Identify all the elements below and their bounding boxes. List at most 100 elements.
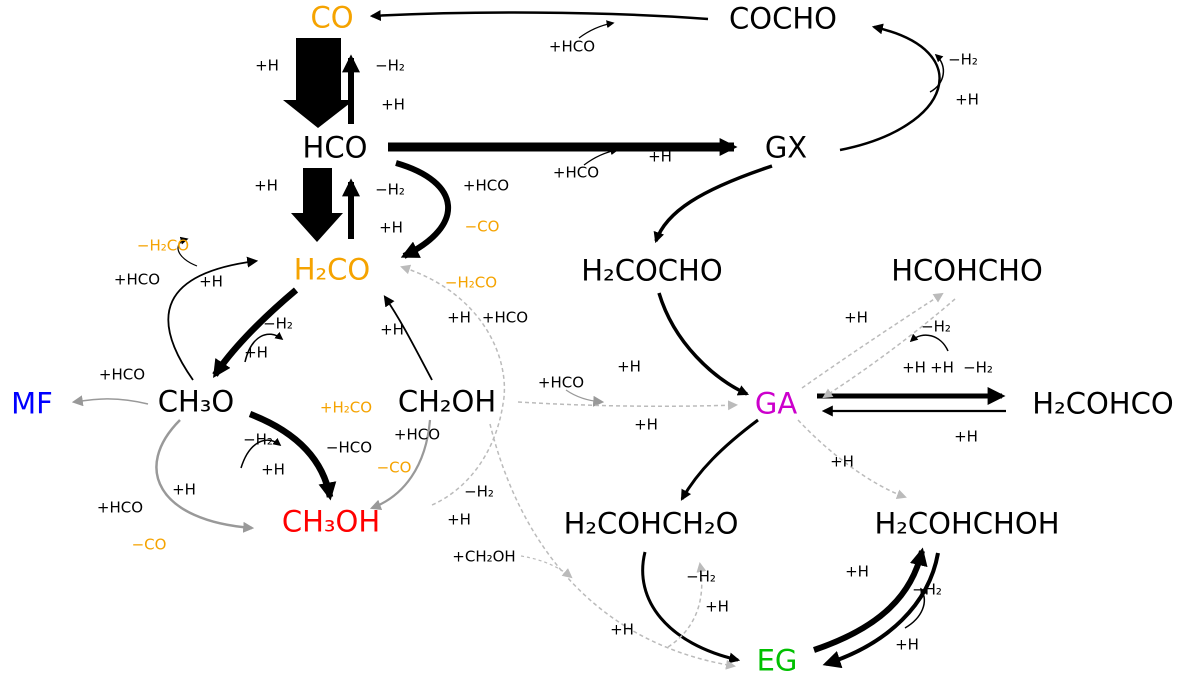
reaction-label: +H <box>447 510 471 529</box>
reaction-label: +H <box>830 452 854 471</box>
species-hco: HCO <box>302 130 368 165</box>
reaction-label: +CH₂OH <box>452 547 516 566</box>
reaction-label: +H <box>705 597 729 616</box>
arrow-ch3o-to-mf <box>71 395 149 407</box>
reaction-label: +H <box>844 308 868 327</box>
reaction-label: −H₂ <box>948 50 978 69</box>
arrow-ch2oh-to-h2co-arc <box>400 264 506 506</box>
hook-h-abstraction-eg <box>904 587 928 629</box>
species-ch3o: CH₃O <box>157 384 235 419</box>
reaction-label: +H <box>380 320 404 339</box>
reaction-label: −H₂ <box>912 580 942 599</box>
hook-h-abstraction-cocho <box>929 53 945 93</box>
reaction-label: −H₂ <box>375 56 405 75</box>
reaction-label: +H <box>381 95 405 114</box>
reaction-label: −H₂CO <box>136 236 190 255</box>
reaction-label: +H <box>244 343 268 362</box>
species-h2cohco: H₂COHCO <box>1032 386 1174 421</box>
reaction-label: −H₂ <box>686 567 716 586</box>
reaction-label: +H <box>930 358 954 377</box>
arrow-h2co-to-ch3o <box>212 287 299 379</box>
arrow-ga-to-h2cohch2o <box>680 418 759 501</box>
arrow-ch2oh-to-h2co <box>383 295 433 381</box>
reaction-label: +H <box>255 56 279 75</box>
arrow-h2cohch2o-to-eg <box>641 551 741 664</box>
reaction-label: +H <box>379 218 403 237</box>
arrow-hcohcho-to-ga <box>822 298 956 399</box>
hook-hco-gx <box>583 147 619 166</box>
reaction-label: +H <box>199 272 223 291</box>
species-eg: EG <box>756 643 798 678</box>
hook-hco-ga <box>565 389 605 407</box>
reaction-label: −H₂ <box>464 482 494 501</box>
hook-hco-top <box>578 20 615 39</box>
species-ga: GA <box>754 386 798 421</box>
reaction-label: +H₂CO <box>319 398 373 417</box>
arrow-co-to-hco-thick <box>283 38 354 128</box>
species-co: CO <box>310 0 354 35</box>
species-h2cohchoh: H₂COHCHOH <box>874 506 1060 541</box>
reaction-label: +H <box>447 308 471 327</box>
hook-h-abstraction-ch3oh <box>240 437 282 469</box>
reaction-label: +HCO <box>481 308 529 327</box>
reaction-label: +H <box>634 415 658 434</box>
reaction-label: +H <box>648 147 672 166</box>
reaction-label: −H₂ <box>963 358 993 377</box>
reaction-label: −H₂ <box>243 430 273 449</box>
species-ch2oh: CH₂OH <box>397 384 497 419</box>
arrow-ch3o-to-h2co-loop <box>167 256 259 381</box>
reaction-label: +H <box>845 562 869 581</box>
species-h2cocho: H₂COCHO <box>581 253 723 288</box>
reaction-label: −CO <box>376 458 412 477</box>
reaction-label: +H <box>172 480 196 499</box>
reaction-label: +HCO <box>96 498 144 517</box>
species-hcohcho: HCOHCHO <box>891 253 1043 288</box>
arrow-ch2oh-to-ga <box>517 400 738 411</box>
species-h2co: H₂CO <box>293 252 371 287</box>
reaction-label: −H₂CO <box>444 273 498 292</box>
arrow-ch3o-to-ch3oh <box>248 410 337 501</box>
arrow-ch3o-to-ch3oh-loop <box>155 419 255 533</box>
arrow-gx-to-cocho <box>839 23 941 152</box>
arrow-gx-to-h2cocho <box>653 164 773 244</box>
reaction-label: +H <box>254 176 278 195</box>
reaction-label: −H₂ <box>263 314 293 333</box>
arrow-eg-to-h2cohch2o <box>667 562 707 648</box>
reaction-label: +H <box>954 427 978 446</box>
reaction-label: −H₂ <box>375 180 405 199</box>
species-ch3oh: CH₃OH <box>281 504 381 539</box>
reaction-label: +HCO <box>98 365 146 384</box>
reaction-label: +HCO <box>548 37 596 56</box>
arrow-hco-to-h2co-thick <box>291 168 343 242</box>
arrow-hco-to-h2co-curve <box>395 160 451 259</box>
hook-h-abstraction-h2co <box>244 331 284 363</box>
reaction-label: +H <box>617 357 641 376</box>
arrow-h2cohchoh-to-eg <box>822 552 940 669</box>
arrow-eg-to-h2cohchoh <box>813 547 928 653</box>
arrow-ga-to-h2cohchoh <box>797 419 907 499</box>
reaction-label: −H₂ <box>921 317 951 336</box>
reaction-label: +HCO <box>552 163 600 182</box>
reaction-label: +H <box>261 460 285 479</box>
reaction-label: +H <box>902 358 926 377</box>
reaction-label: −HCO <box>325 438 373 457</box>
species-cocho: COCHO <box>729 1 837 36</box>
reaction-label: +H <box>610 620 634 639</box>
arrow-ch2oh-to-ch3oh <box>369 419 432 511</box>
arrow-h2cocho-to-ga <box>657 292 750 396</box>
species-gx: GX <box>764 130 808 165</box>
reaction-label: +H <box>895 635 919 654</box>
arrow-ga-to-hcohcho <box>801 292 944 389</box>
hook-h-abstraction-hcohcho <box>909 333 949 352</box>
hook-minus-h2co-left <box>177 236 198 267</box>
reaction-label: −CO <box>131 535 167 554</box>
reaction-label: +HCO <box>113 270 161 289</box>
reaction-label: +HCO <box>462 176 510 195</box>
reaction-label: +HCO <box>393 425 441 444</box>
species-h2cohch2o: H₂COHCH₂O <box>563 506 739 541</box>
reaction-label: −CO <box>464 217 500 236</box>
species-mf: MF <box>11 386 53 421</box>
reaction-label: +H <box>955 90 979 109</box>
